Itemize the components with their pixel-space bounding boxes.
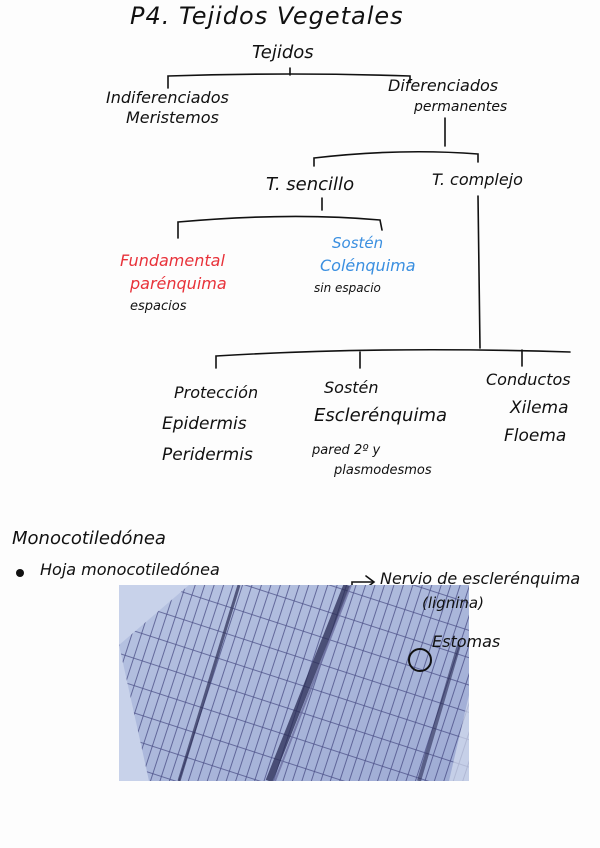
node-epidermis: Epidermis (162, 414, 247, 434)
note-pared: pared 2º y (312, 443, 381, 458)
node-meristemos: Meristemos (126, 108, 219, 127)
node-indiferenciados: Indiferenciados (106, 88, 229, 107)
node-diferenciados: Diferenciados (388, 76, 499, 95)
node-proteccion: Protección (174, 383, 259, 402)
label-nervio: Nervio de esclerénquima (380, 569, 581, 588)
micrograph-leaf (119, 585, 469, 781)
node-tejidos: Tejidos (252, 42, 314, 63)
node-xilema: Xilema (510, 398, 569, 418)
note-sin-espacio: sin espacio (314, 281, 381, 295)
node-permanentes: permanentes (414, 99, 508, 115)
node-conductos: Conductos (486, 370, 571, 389)
node-t-sencillo: T. sencillo (266, 174, 355, 195)
note-plasmodesmos: plasmodesmos (334, 463, 432, 478)
node-colenquima: Colénquima (320, 256, 416, 275)
note-espacios: espacios (130, 299, 187, 314)
page-title: P4. Tejidos Vegetales (130, 2, 404, 30)
node-sosten-colenquima-title: Sostén (332, 234, 384, 252)
node-parenquima: parénquima (130, 274, 227, 293)
bullet-hoja: Hoja monocotiledónea (40, 560, 220, 579)
label-estomas: Estomas (432, 632, 501, 651)
node-esclerenquima: Esclerénquima (314, 405, 448, 426)
estoma-circle-marker (408, 648, 432, 672)
micrograph-image (119, 585, 469, 781)
bullet-dot (16, 569, 24, 577)
label-lignina: (lignina) (422, 594, 484, 612)
node-floema: Floema (504, 426, 567, 446)
node-sosten-esclerenquima-title: Sostén (324, 378, 379, 397)
section-heading: Monocotiledónea (12, 528, 166, 549)
node-peridermis: Peridermis (162, 445, 253, 465)
node-t-complejo: T. complejo (432, 170, 523, 189)
node-fundamental: Fundamental (120, 251, 225, 270)
